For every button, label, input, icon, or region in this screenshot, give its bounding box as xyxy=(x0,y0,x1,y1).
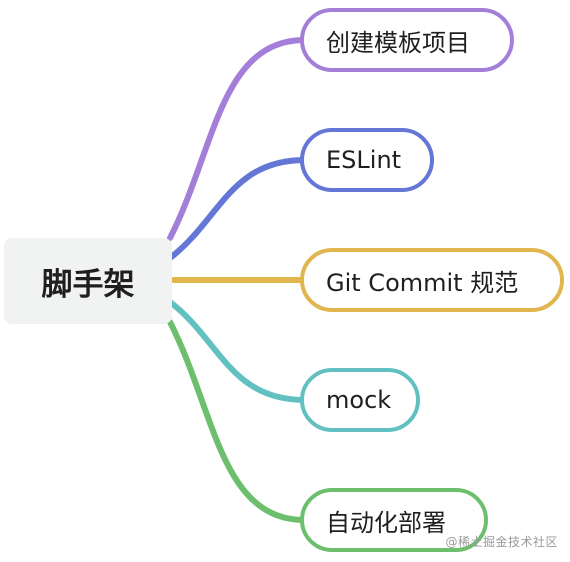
connector-line xyxy=(167,157,308,261)
branch-node-mock: mock xyxy=(300,368,420,432)
watermark: @稀土掘金技术社区 xyxy=(445,535,558,549)
branch-node-eslint: ESLint xyxy=(300,128,434,192)
connector-line xyxy=(167,37,308,241)
branch-node-label: mock xyxy=(326,386,392,414)
connector-line xyxy=(167,319,308,523)
branch-node-create-template: 创建模板项目 xyxy=(300,8,514,72)
root-node-label: 脚手架 xyxy=(41,266,135,303)
branch-node-auto-deploy: 自动化部署 xyxy=(300,488,488,552)
branch-node-git-commit: Git Commit 规范 xyxy=(300,248,564,312)
root-node: 脚手架 xyxy=(4,238,172,324)
branch-node-label: 创建模板项目 xyxy=(326,28,470,57)
branch-node-label: ESLint xyxy=(326,146,402,174)
branch-node-label: 自动化部署 xyxy=(326,508,446,537)
branch-node-label: Git Commit 规范 xyxy=(326,268,519,297)
connector-line xyxy=(167,299,308,403)
